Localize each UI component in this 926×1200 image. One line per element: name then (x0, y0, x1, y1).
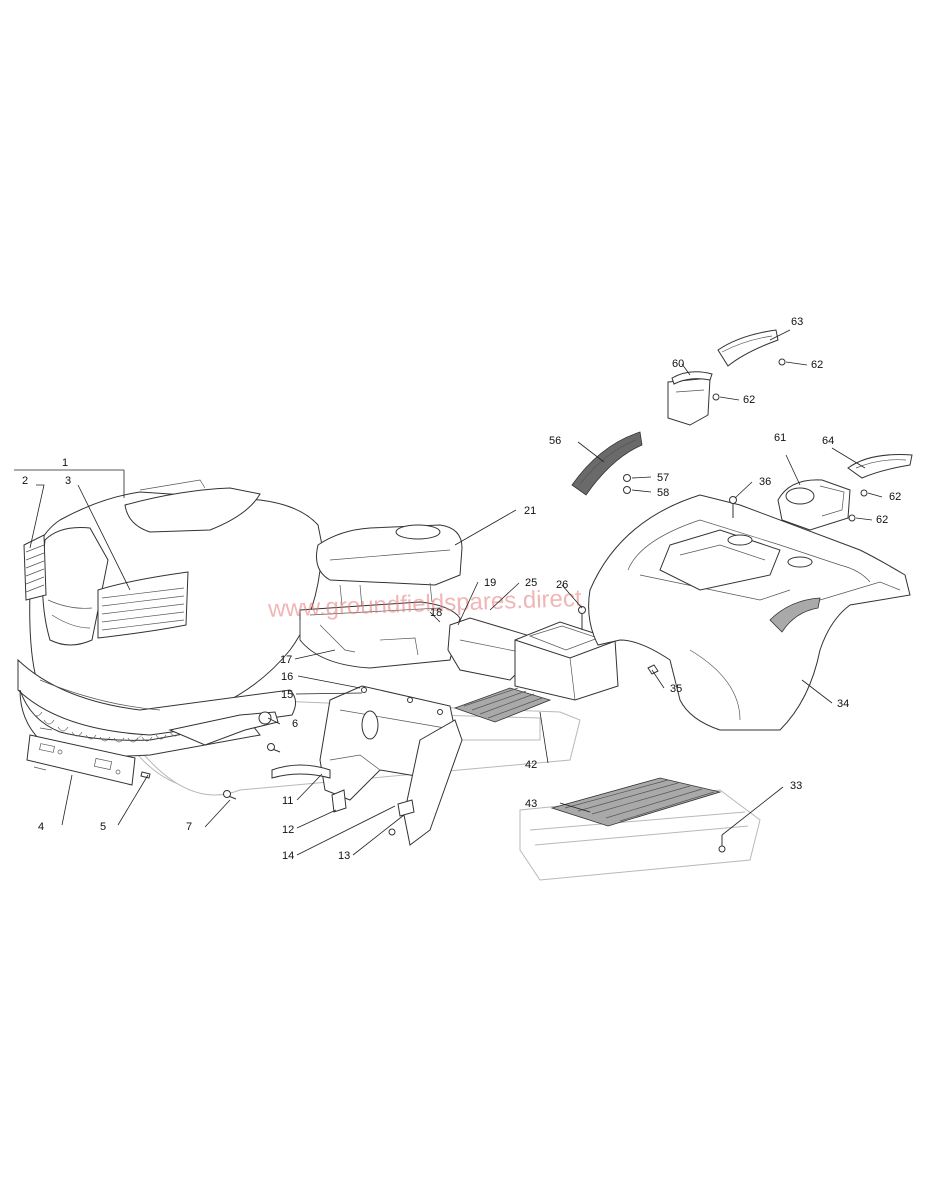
callout-15: 15 (281, 689, 293, 701)
callout-43: 43 (525, 798, 537, 810)
callout-64: 64 (822, 435, 834, 447)
callout-18: 18 (430, 607, 442, 619)
callout-61: 61 (774, 432, 786, 444)
screws-5-7 (140, 743, 281, 800)
callout-35: 35 (670, 683, 682, 695)
screw-62-63 (778, 358, 786, 366)
storage-tray-61 (777, 479, 851, 531)
callout-21: 21 (524, 505, 536, 517)
callout-57: 57 (657, 472, 669, 484)
callout-36: 36 (759, 476, 771, 488)
callout-6: 6 (292, 718, 298, 730)
callout-14: 14 (282, 850, 294, 862)
callout-62-c: 62 (889, 491, 901, 503)
lid-64 (847, 454, 913, 479)
callout-60: 60 (672, 358, 684, 370)
foot-mat-42 (453, 687, 552, 723)
dash-frame (299, 601, 461, 669)
callout-1: 1 (62, 457, 68, 469)
rear-body (588, 494, 911, 731)
seat-box (514, 621, 619, 701)
screw-33 (718, 835, 726, 853)
callout-33: 33 (790, 780, 802, 792)
hood-hinge (168, 711, 279, 746)
screw-26 (578, 606, 586, 630)
callout-11: 11 (282, 795, 293, 807)
callout-62-a: 62 (811, 359, 823, 371)
callout-13: 13 (338, 850, 350, 862)
screw-35 (647, 664, 659, 675)
callout-2: 2 (22, 475, 28, 487)
callout-16: 16 (281, 671, 293, 683)
callout-12: 12 (282, 824, 294, 836)
screw-62-60 (712, 393, 720, 401)
screws-15-16 (361, 687, 443, 715)
leader-lines (14, 329, 883, 856)
callout-62-b: 62 (743, 394, 755, 406)
callout-56: 56 (549, 435, 561, 447)
cup-holder-60 (667, 371, 713, 426)
callout-4: 4 (38, 821, 44, 833)
bracket-12 (331, 789, 347, 813)
callout-42: 42 (525, 759, 537, 771)
handle-56 (571, 431, 643, 496)
callout-3: 3 (65, 475, 71, 487)
callout-5: 5 (100, 821, 106, 833)
dash-cover (316, 524, 463, 609)
screw-62-64 (860, 489, 868, 497)
foot-mat-43 (550, 777, 722, 827)
callout-62-d: 62 (876, 514, 888, 526)
rail-11 (271, 764, 331, 779)
fasteners-57-58 (623, 474, 631, 494)
cover-63 (717, 329, 779, 367)
callout-17: 17 (280, 654, 292, 666)
callout-25: 25 (525, 577, 537, 589)
callout-63: 63 (791, 316, 803, 328)
callout-34: 34 (837, 698, 849, 710)
screw-36 (729, 496, 737, 518)
screws-13-14 (388, 799, 415, 836)
callout-7: 7 (186, 821, 192, 833)
callout-19: 19 (484, 577, 496, 589)
callout-58: 58 (657, 487, 669, 499)
callout-labels: 1 2 3 4 5 6 7 11 12 13 14 15 16 17 18 19… (22, 316, 901, 862)
foot-panel (319, 685, 463, 846)
latch-plate (26, 727, 136, 786)
screw-62-61 (848, 514, 856, 522)
callout-26: 26 (556, 579, 568, 591)
